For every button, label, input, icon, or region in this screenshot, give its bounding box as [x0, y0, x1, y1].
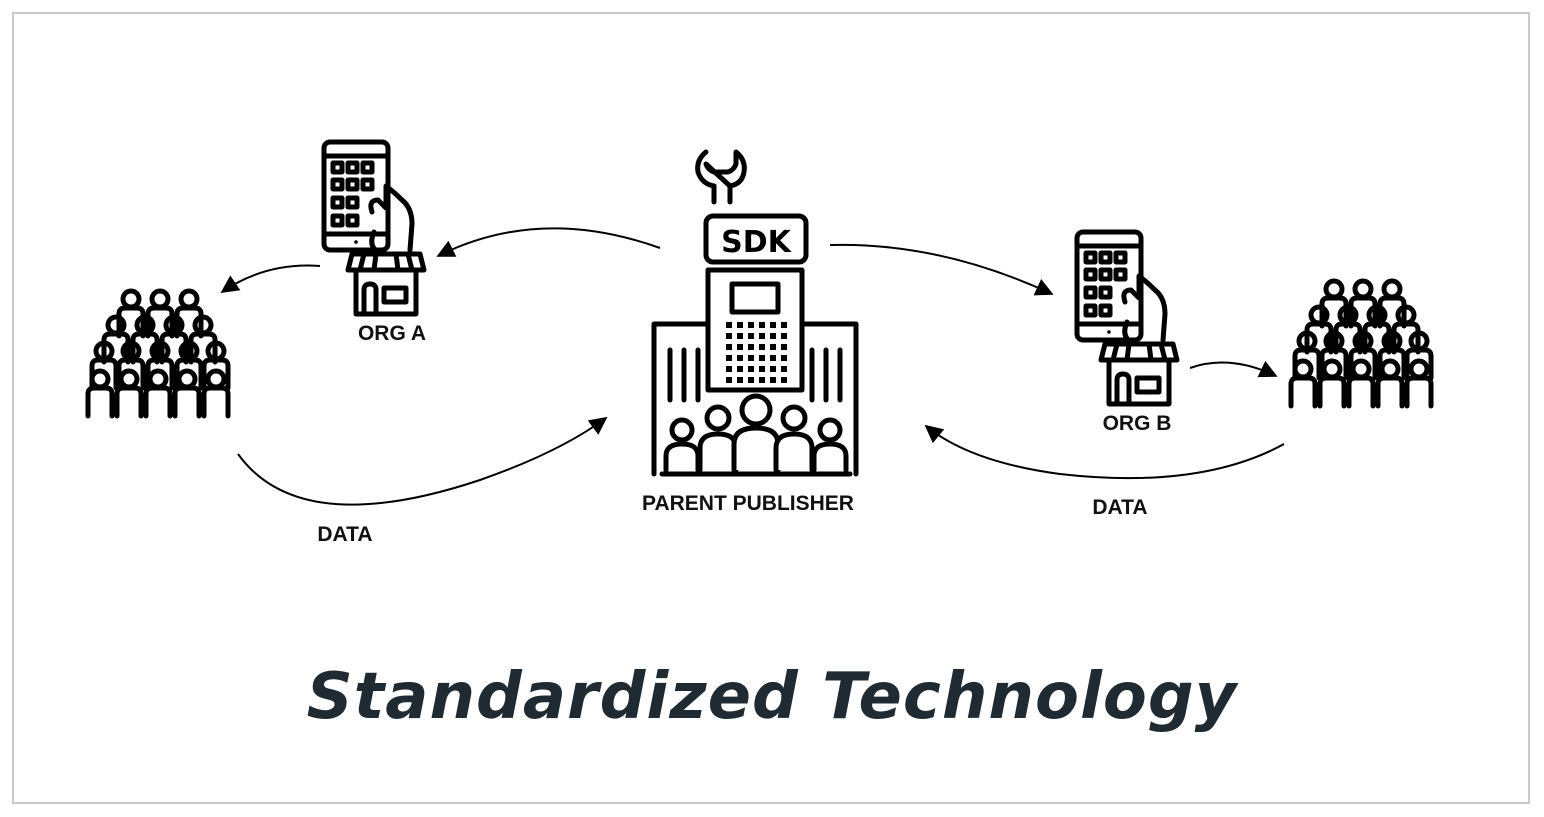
building-window-dot	[781, 377, 787, 383]
building-window-dot	[770, 333, 776, 339]
building-window-dot	[726, 333, 732, 339]
building-window-dot	[781, 355, 787, 361]
building-window-dot	[737, 333, 743, 339]
building-window-dot	[759, 344, 765, 350]
building-window-dot	[748, 366, 754, 372]
sdk-label: SDK	[721, 225, 793, 260]
building-window-dot	[759, 322, 765, 328]
building-window-dot	[770, 344, 776, 350]
org-b-phone-store-icon	[1077, 232, 1177, 404]
wrench-icon	[695, 149, 747, 205]
building-window-dot	[726, 322, 732, 328]
building-window-dot	[726, 355, 732, 361]
data-label-right: DATA	[1092, 496, 1147, 519]
building-window-dot	[781, 322, 787, 328]
arrow-crowd-left-data-to-publisher	[237, 416, 608, 506]
building-window-dot	[748, 344, 754, 350]
building-window-dot	[770, 366, 776, 372]
arrow-publisher-to-org-b	[829, 243, 1054, 296]
building-window-dot	[737, 322, 743, 328]
org-a-phone-store-icon	[324, 142, 424, 314]
building-window-dot	[726, 366, 732, 372]
parent-publisher-building-icon: SDK	[651, 149, 859, 477]
data-label-left: DATA	[317, 523, 372, 546]
building-window-dot	[770, 377, 776, 383]
crowd-icon-left	[88, 291, 228, 416]
building-window-dot	[781, 344, 787, 350]
parent-publisher-label: PARENT PUBLISHER	[642, 492, 854, 515]
org-a-label: ORG A	[358, 322, 426, 345]
arrow-org-b-to-crowd	[1189, 360, 1278, 378]
building-window-dot	[748, 377, 754, 383]
building-window-dot	[726, 344, 732, 350]
building-window-dot	[759, 355, 765, 361]
building-window-dot	[759, 377, 765, 383]
building-window-dot	[770, 322, 776, 328]
building-window-dot	[726, 377, 732, 383]
building-window-dot	[748, 333, 754, 339]
building-window-dot	[737, 355, 743, 361]
building-window-dot	[759, 366, 765, 372]
arrow-crowd-right-data-to-publisher	[924, 424, 1285, 480]
building-window-dot	[759, 333, 765, 339]
building-window-dot	[781, 366, 787, 372]
building-window-dot	[737, 344, 743, 350]
arrow-publisher-to-org-a	[436, 227, 661, 257]
crowd-icon-right	[1291, 281, 1431, 406]
page-title: Standardized Technology	[306, 660, 1238, 734]
building-window-dot	[748, 355, 754, 361]
building-window-dot	[748, 322, 754, 328]
building-window-dot	[737, 366, 743, 372]
arrow-org-a-to-crowd	[220, 264, 321, 294]
building-window-dot	[770, 355, 776, 361]
building-window-dot	[737, 377, 743, 383]
org-b-label: ORG B	[1103, 412, 1172, 435]
building-window-dot	[781, 333, 787, 339]
